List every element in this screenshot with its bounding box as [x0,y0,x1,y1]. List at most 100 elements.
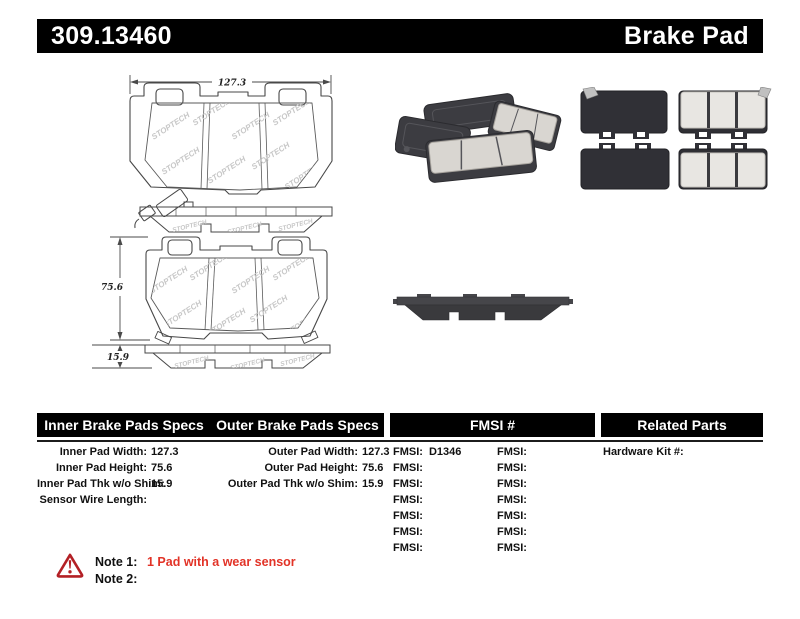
pad-photo-friction-top [678,87,772,139]
fmsi-row: FMSI: [393,462,429,475]
table-divider-line [37,440,763,442]
note2-label: Note 2: [95,572,138,586]
dimension-height-label: 75.6 [101,283,124,293]
watermark-text: STOPTECH [206,154,247,185]
fmsi-value: D1346 [428,446,462,458]
fmsi-row: FMSI: [497,510,533,523]
table-header-outer-specs: Outer Brake Pads Specs [211,413,384,437]
spec-label: Inner Pad Thk w/o Shim: [37,478,165,490]
fmsi-label: FMSI: [497,478,527,490]
table-header-inner-specs: Inner Brake Pads Specs [37,413,211,437]
watermark-text: STOPTECH [250,140,291,171]
watermark-text: STOPTECH [271,251,312,282]
product-type-title: Brake Pad [624,21,749,50]
inner-spec-row: Inner Pad Width: 127.3 [37,446,179,459]
watermark-text: STOPTECH [227,221,263,236]
product-photo-profile [393,294,573,321]
spec-value: 127.3 [362,446,390,458]
fmsi-label: FMSI: [497,510,527,522]
inner-spec-row: Inner Pad Height: 75.6 [37,462,172,475]
outer-spec-row: Outer Pad Height: 75.6 [211,462,383,475]
fmsi-label: FMSI: [497,542,527,554]
dimension-thickness-label: 15.9 [107,353,130,363]
spec-value: 75.6 [362,462,384,474]
spec-value: 75.6 [151,462,173,474]
wear-sensor-drawing [134,188,189,229]
dimension-height [110,236,150,341]
spec-label: Outer Pad Height: [264,462,358,474]
spec-label: Inner Pad Height: [55,462,147,474]
spec-label: Inner Pad Width: [59,446,147,458]
fmsi-label: FMSI: [393,462,423,474]
watermark-text: STOPTECH [230,357,266,372]
pad-profile-view-top [139,201,333,233]
fmsi-row: FMSI: [393,542,429,555]
watermark-text: STOPTECH [248,293,289,324]
table-header-label: Related Parts [637,417,727,433]
watermark-text: STOPTECH [191,96,232,127]
outer-spec-row: Outer Pad Width: 127.3 [211,446,390,459]
fmsi-label: FMSI: [393,478,423,490]
part-number: 309.13460 [51,21,172,50]
dimension-width-label: 127.3 [218,79,246,89]
pad-photo-back-bottom [580,143,670,190]
fmsi-label: FMSI: [497,526,527,538]
technical-drawing: 127.3 STOPTECH STOPTECH STOPTECH STOPTEC… [92,75,333,372]
spec-label: Sensor Wire Length: [39,494,147,506]
watermark-text: STOPTECH [280,353,316,368]
note1-label: Note 1: [95,555,138,569]
dimension-width [129,75,332,94]
inner-spec-row: Sensor Wire Length: [37,494,151,507]
pad-photo-front-center [425,129,537,183]
watermark-text: STOPTECH [230,110,271,141]
fmsi-label: FMSI: [497,446,527,458]
fmsi-row: FMSI: [497,542,533,555]
watermark-text: STOPTECH [283,160,324,191]
product-photo-grid [580,87,772,190]
watermark-group-inner: STOPTECH STOPTECH STOPTECH STOPTECH STOP… [148,251,325,337]
watermark-text: STOPTECH [278,218,314,233]
watermark-text: STOPTECH [150,110,191,141]
spec-value: 127.3 [151,446,179,458]
watermark-group-outer: STOPTECH STOPTECH STOPTECH STOPTECH STOP… [150,96,324,191]
spec-label: Outer Pad Width: [268,446,358,458]
watermark-text: STOPTECH [230,264,271,295]
spec-value: 15.9 [151,478,173,490]
pad-front-view-inner [145,236,328,345]
fmsi-row: FMSI: [393,494,429,507]
watermark-text: STOPTECH [148,264,189,295]
warning-triangle-icon [56,553,84,578]
table-header-related-parts: Related Parts [601,413,763,437]
spec-label: Outer Pad Thk w/o Shim: [227,478,358,490]
fmsi-label: FMSI: [393,494,423,506]
fmsi-label: FMSI: [393,542,423,554]
outer-spec-row: Outer Pad Thk w/o Shim: 15.9 [211,478,384,491]
related-label: Hardware Kit #: [603,446,684,458]
watermark-text: STOPTECH [284,306,325,337]
fmsi-row: FMSI: [393,478,429,491]
fmsi-label: FMSI: [393,526,423,538]
fmsi-row: FMSI:D1346 [393,446,461,459]
inner-spec-row: Inner Pad Thk w/o Shim:15.9 [37,478,172,491]
fmsi-row: FMSI: [393,510,429,523]
pad-photo-back-top [580,87,668,139]
wear-sensor-clip [757,87,772,99]
fmsi-label: FMSI: [497,494,527,506]
wear-sensor-clip [582,87,599,100]
spec-value: 15.9 [362,478,384,490]
fmsi-label: FMSI: [393,510,423,522]
product-photo-perspective [395,93,562,183]
fmsi-row: FMSI: [497,478,533,491]
fmsi-row: FMSI: [497,462,533,475]
table-header-fmsi: FMSI # [390,413,595,437]
watermark-text: STOPTECH [188,251,229,282]
pad-photo-friction-bottom [678,143,768,190]
table-header-label: Outer Brake Pads Specs [216,417,379,433]
watermark-group-profile-a: STOPTECH STOPTECH STOPTECH [172,218,314,236]
fmsi-row: FMSI: [497,494,533,507]
fmsi-row: FMSI: [497,446,533,459]
watermark-group-profile-b: STOPTECH STOPTECH STOPTECH [174,353,316,372]
pad-profile-view-bottom [144,344,331,369]
fmsi-row: FMSI: [497,526,533,539]
